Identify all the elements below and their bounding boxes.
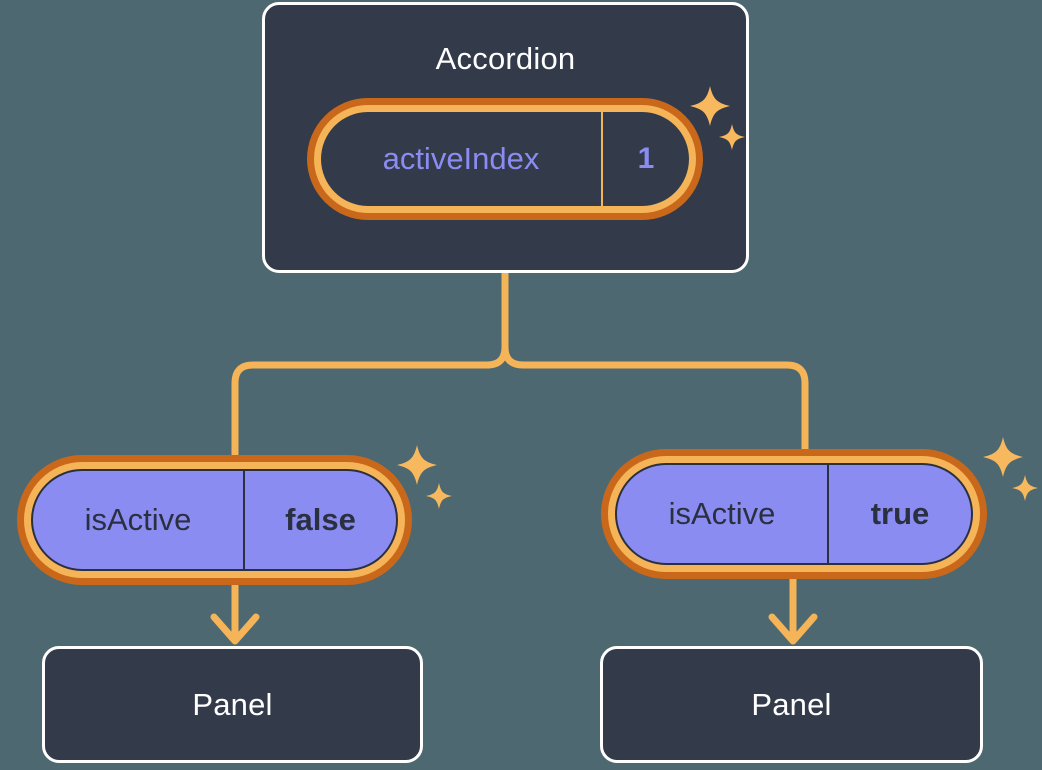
state-pill-activeindex[interactable]: activeIndex 1 [307,98,703,220]
state-value-label: true [870,496,930,531]
panel-card-left[interactable]: Panel [42,646,423,763]
sparkle-icon [983,437,1023,477]
panel-card-title: Panel [192,686,273,722]
state-pill-isactive-left[interactable]: isActive false [17,455,412,585]
pill-highlight-ring: isActive true [608,456,980,572]
state-value-label: false [285,502,356,537]
state-value-label: 1 [637,142,655,175]
pill-body: isActive false [31,469,398,571]
panel-card-right[interactable]: Panel [600,646,983,763]
state-pill-isactive-right[interactable]: isActive true [601,449,987,579]
panel-card-title: Panel [751,686,832,722]
accordion-card-title: Accordion [435,41,576,76]
arrow-down-icon-right [768,579,818,645]
sparkle-icon [397,445,437,485]
state-key-label: activeIndex [321,112,603,206]
state-key-label: isActive [617,465,829,563]
arrow-down-icon-left [210,585,260,645]
state-key-label: isActive [33,471,245,569]
connector-accordion-to-branch-right [501,269,809,453]
sparkle-small-icon [426,483,452,509]
pill-body: isActive true [615,463,973,565]
sparkle-small-icon [1012,475,1038,501]
pill-highlight-ring: activeIndex 1 [314,105,696,213]
pill-highlight-ring: isActive false [24,462,405,578]
sparkle-group-right [981,435,1041,510]
connector-accordion-to-branches [231,269,509,459]
pill-body: activeIndex 1 [321,112,689,206]
